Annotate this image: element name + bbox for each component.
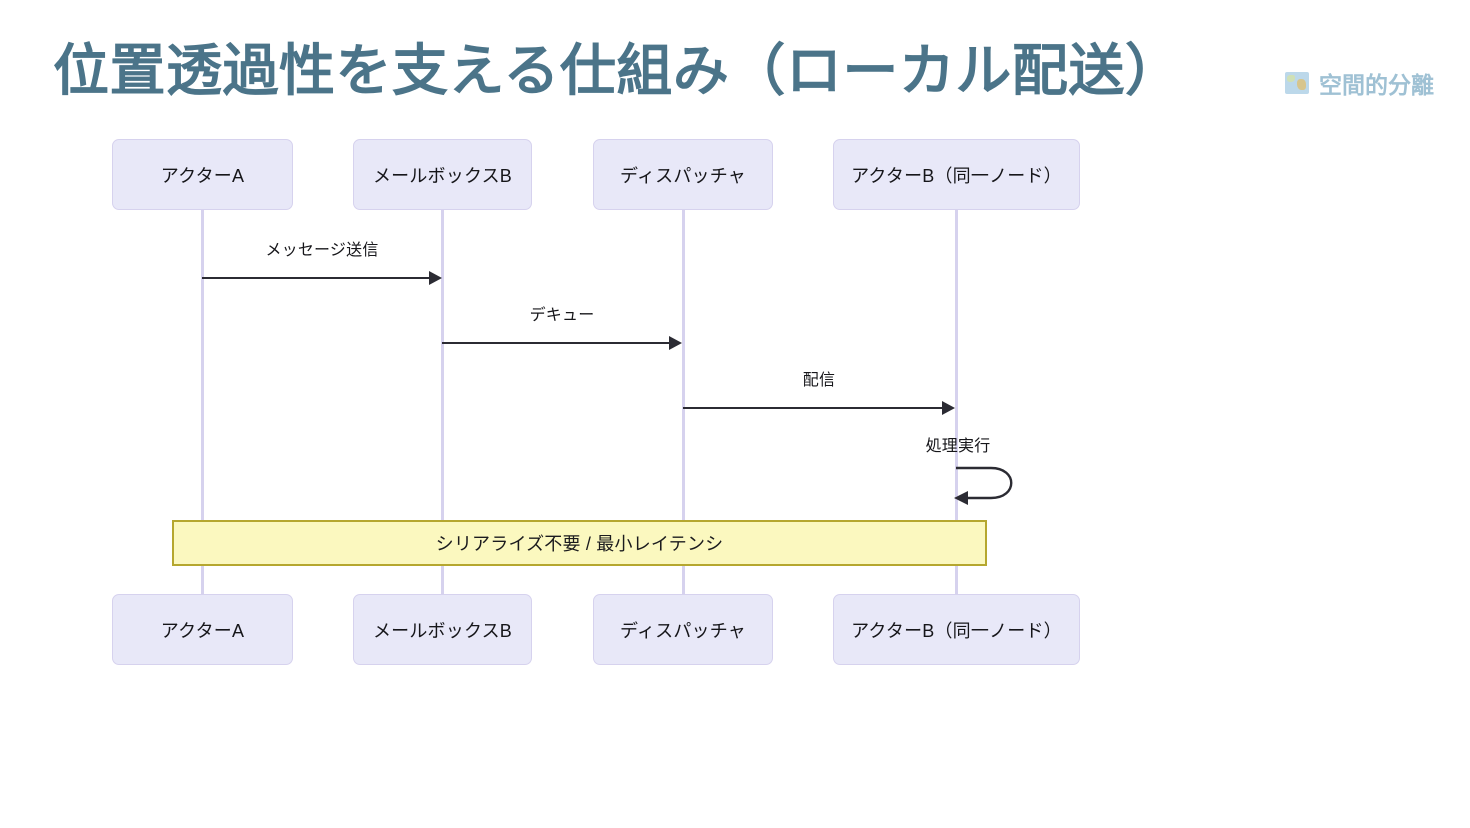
arrowhead-icon-2: [669, 336, 682, 350]
participant-actor-a-bottom[interactable]: アクターA: [112, 594, 293, 665]
message-arrow-2: [442, 342, 671, 344]
participant-actor-a-top[interactable]: アクターA: [112, 139, 293, 210]
world-map-icon: [1285, 72, 1309, 94]
participant-label: アクターB（同一ノード）: [851, 165, 1062, 186]
participant-label: ディスパッチャ: [620, 620, 746, 641]
header-badge: 空間的分離: [1285, 66, 1434, 100]
note-box: シリアライズ不要 / 最小レイテンシ: [172, 520, 987, 566]
arrowhead-icon-3: [942, 401, 955, 415]
participant-label: アクターA: [160, 165, 245, 186]
message-arrow-3: [683, 407, 944, 409]
participant-dispatcher-bottom[interactable]: ディスパッチャ: [593, 594, 773, 665]
participant-label: メールボックスB: [372, 620, 513, 641]
message-label-4: 処理実行: [925, 438, 991, 455]
lifeline-dispatcher: [681, 210, 685, 596]
message-label-2: デキュー: [529, 307, 595, 324]
participant-label: メールボックスB: [372, 165, 513, 186]
participant-mailbox-b-top[interactable]: メールボックスB: [353, 139, 532, 210]
lifeline-actor-a: [200, 210, 204, 596]
participant-mailbox-b-bottom[interactable]: メールボックスB: [353, 594, 532, 665]
lifeline-mailbox-b: [440, 210, 444, 596]
header-badge-label: 空間的分離: [1319, 73, 1434, 98]
self-loop-arrow-4: [954, 466, 1013, 505]
message-label-3: 配信: [802, 372, 836, 389]
message-arrow-1: [202, 277, 431, 279]
participant-label: アクターB（同一ノード）: [851, 620, 1062, 641]
page-title: 位置透過性を支える仕組み（ローカル配送）: [53, 41, 1182, 103]
lifeline-actor-b: [954, 210, 958, 596]
participant-actor-b-bottom[interactable]: アクターB（同一ノード）: [833, 594, 1080, 665]
participant-label: アクターA: [160, 620, 245, 641]
participant-dispatcher-top[interactable]: ディスパッチャ: [593, 139, 773, 210]
participant-label: ディスパッチャ: [620, 165, 746, 186]
participant-actor-b-top[interactable]: アクターB（同一ノード）: [833, 139, 1080, 210]
arrowhead-icon-1: [429, 271, 442, 285]
note-label: シリアライズ不要 / 最小レイテンシ: [435, 534, 724, 554]
message-label-1: メッセージ送信: [265, 242, 379, 259]
